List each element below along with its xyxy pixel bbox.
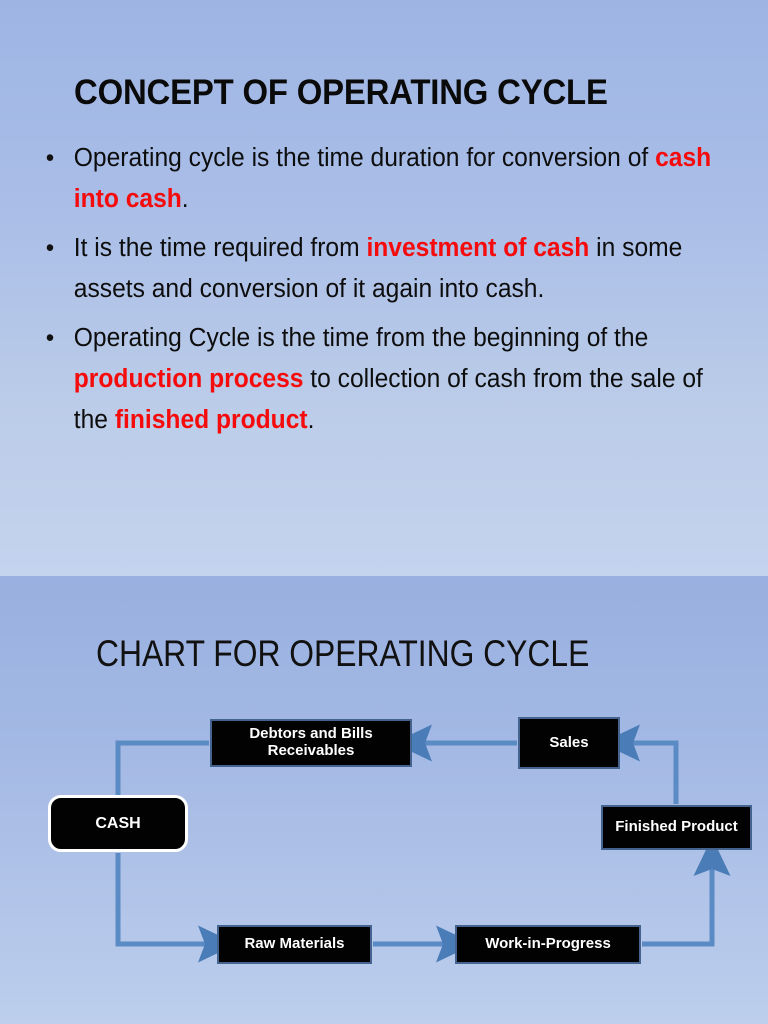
slide-concept-of-operating-cycle: CONCEPT OF OPERATING CYCLE • Operating c… (0, 0, 768, 576)
bullet-marker: • (45, 324, 55, 352)
bullet-3-part-0: Operating Cycle is the time from the beg… (73, 324, 649, 352)
list-item: • Operating Cycle is the time from the b… (40, 318, 716, 441)
diagram-node-cash[interactable]: CASH (48, 795, 188, 852)
diagram-node-debtors-and-bills-receivables[interactable]: Debtors and Bills Receivables (210, 719, 412, 767)
page-title: CONCEPT OF OPERATING CYCLE (74, 73, 608, 113)
bullet-1-part-2: . (181, 185, 189, 213)
bullet-3-part-4: . (307, 406, 315, 434)
edge-work-in-progress-to-finished-product (642, 836, 731, 947)
bullet-2-part-1: investment of cash (366, 234, 590, 262)
diagram-connectors (99, 724, 731, 963)
bullet-1-part-0: Operating cycle is the time duration for… (73, 144, 656, 172)
bullet-3-part-1: production process (73, 365, 304, 393)
edge-cash-to-raw-materials (115, 853, 238, 963)
bullet-2-part-2: in some assets and conversion of it agai… (73, 234, 683, 303)
bullet-2-part-0: It is the time required from (73, 234, 367, 262)
bullet-2-text: It is the time required from investment … (74, 234, 683, 303)
diagram-node-raw-materials[interactable]: Raw Materials (217, 925, 372, 964)
bullet-1-text: Operating cycle is the time duration for… (74, 144, 711, 213)
bullet-marker: • (45, 144, 55, 172)
bullet-1-part-1: cash into cash (73, 144, 712, 213)
bullet-3-text: Operating Cycle is the time from the beg… (74, 324, 703, 434)
bullet-3-part-3: finished product (114, 406, 308, 434)
edge-debtors-to-cash (99, 740, 209, 836)
list-item: • Operating cycle is the time duration f… (40, 138, 716, 220)
list-item: • It is the time required from investmen… (40, 228, 716, 310)
operating-cycle-diagram: CASH Debtors and Bills Receivables Sales… (0, 576, 768, 1024)
bullet-3-part-2: to collection of cash from the sale of t… (73, 365, 703, 434)
slide-chart-for-operating-cycle: CHART FOR OPERATING CYCLE (0, 576, 768, 1024)
bullet-marker: • (45, 234, 55, 262)
diagram-node-sales[interactable]: Sales (518, 717, 620, 769)
diagram-node-work-in-progress[interactable]: Work-in-Progress (455, 925, 641, 964)
page-title: CHART FOR OPERATING CYCLE (96, 632, 590, 674)
bullet-list: • Operating cycle is the time duration f… (40, 138, 740, 449)
diagram-node-finished-product[interactable]: Finished Product (601, 805, 752, 850)
edge-finished-product-to-sales (600, 724, 679, 804)
